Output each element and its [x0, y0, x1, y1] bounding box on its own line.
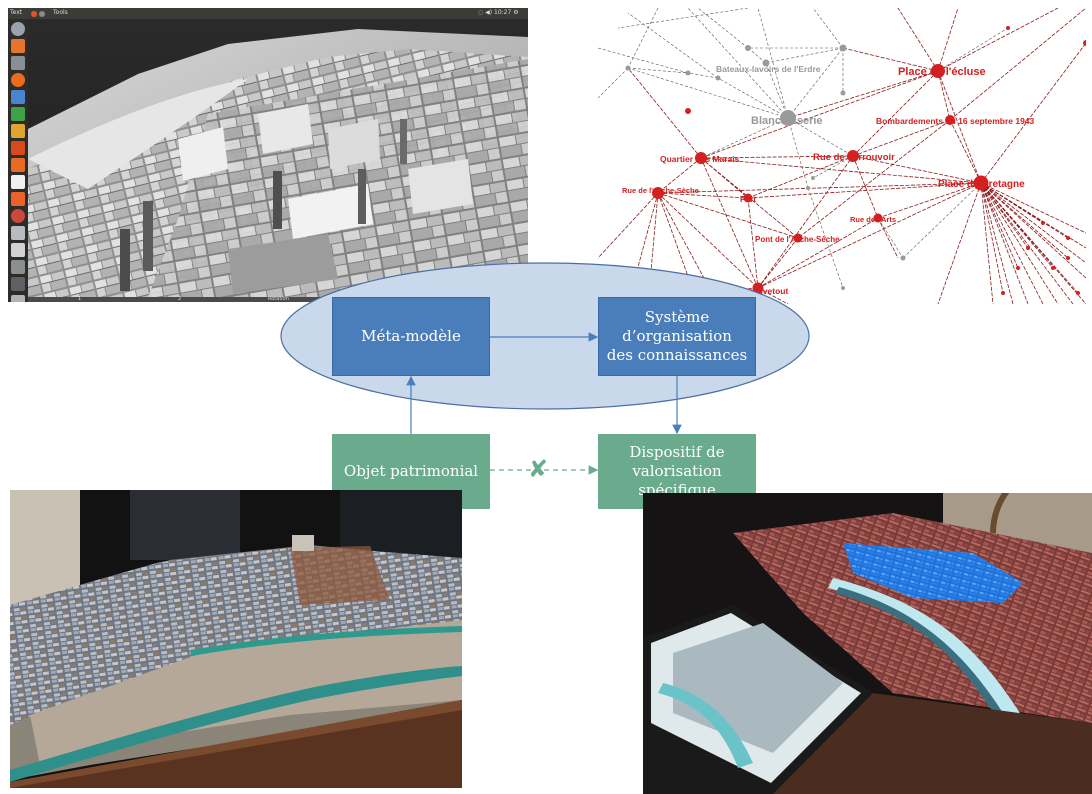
graph-node-grey[interactable] — [839, 44, 847, 52]
trash-icon[interactable] — [11, 295, 25, 302]
graph-node-red[interactable] — [1041, 221, 1045, 225]
minimize-dot-icon[interactable] — [39, 10, 45, 17]
graph-label: Pont de l'Arche-Sèche — [755, 235, 840, 244]
graph-label: Rue des Arts — [850, 215, 896, 224]
graph-node-red[interactable] — [1026, 246, 1030, 250]
software-center-icon[interactable] — [11, 141, 25, 155]
physical-model-photo — [10, 490, 462, 788]
firefox-icon[interactable] — [11, 73, 25, 87]
graph-node-red[interactable] — [1016, 266, 1020, 270]
help-icon[interactable] — [11, 192, 25, 206]
knowledge-graph: Place de l'écluse Bombardements du 16 se… — [598, 8, 1086, 304]
graph-node-grey[interactable] — [811, 176, 815, 180]
amazon-icon[interactable] — [11, 175, 25, 189]
graph-node-blanchisserie[interactable] — [780, 110, 796, 126]
files-icon[interactable] — [11, 39, 25, 53]
graph-label: Quartier des Marais — [660, 154, 740, 164]
graph-node-rue-arts[interactable] — [873, 213, 883, 223]
graph-node-grey[interactable] — [745, 45, 751, 51]
graph-node-grey[interactable] — [625, 65, 631, 71]
specific-device-box[interactable]: Dispositif de valorisation spécifique — [598, 434, 756, 509]
graph-node-grey[interactable] — [900, 255, 906, 261]
graph-node-rue-verrouvoir[interactable] — [847, 150, 859, 162]
graph-node-pont-sauvetout[interactable] — [752, 282, 764, 294]
graph-node-place-bretagne[interactable] — [973, 175, 989, 191]
close-dot-icon[interactable] — [31, 10, 37, 17]
meta-model-label: Méta-modèle — [361, 327, 461, 345]
graph-node-pont-arche-seche[interactable] — [793, 233, 803, 243]
graph-label: Bombardements du 16 septembre 1943 — [876, 116, 1035, 126]
status-item-1[interactable]: 1 — [78, 296, 82, 302]
graph-node-red[interactable] — [685, 108, 691, 114]
graph-node-grey[interactable] — [685, 70, 691, 76]
settings-icon[interactable] — [11, 209, 25, 223]
graph-node-red[interactable] — [1066, 236, 1070, 240]
graph-label: Place de l'écluse — [898, 66, 986, 78]
3d-model-screenshot: Text Tools ◌ ◀) 10:27 ⚙ — [8, 8, 528, 302]
heritage-object-label: Objet patrimonial — [343, 462, 479, 480]
interactive-display-illustration — [643, 493, 1092, 794]
system-tray: ◌ ◀) 10:27 ⚙ — [478, 9, 519, 16]
meta-model-box[interactable]: Méta-modèle — [332, 297, 490, 376]
kos-label-line1: Système d’organisation — [622, 308, 732, 345]
terminal-icon[interactable] — [11, 56, 25, 70]
impress-icon[interactable] — [11, 124, 25, 138]
window-top-bar: Text Tools ◌ ◀) 10:27 ⚙ — [8, 8, 528, 19]
graph-node-red[interactable] — [1083, 40, 1086, 46]
menu-label: Text — [10, 9, 23, 16]
3d-viewport[interactable] — [28, 19, 528, 297]
dash-icon[interactable] — [11, 22, 25, 36]
graph-node-red[interactable] — [1006, 26, 1010, 30]
graph-label: Rue de Verrouvoir — [813, 152, 895, 163]
graph-node-grey[interactable] — [806, 186, 810, 190]
app-launcher — [8, 19, 28, 302]
status-item-rotation[interactable]: Rotation — [268, 296, 289, 302]
graph-node-place-ecluse[interactable] — [931, 64, 945, 78]
graph-node-red[interactable] — [1076, 291, 1080, 295]
graph-node-red[interactable] — [1051, 266, 1055, 270]
status-item-2[interactable]: 2 — [178, 296, 182, 302]
graph-label: Bateaux-lavoirs de l'Erdre — [716, 64, 821, 74]
graph-label: Rue de l'Arche-Sèche — [622, 186, 699, 195]
graph-node-grey[interactable] — [715, 75, 721, 81]
calc-icon[interactable] — [11, 107, 25, 121]
kos-label-line2: des connaissances — [606, 346, 748, 364]
writer-icon[interactable] — [11, 90, 25, 104]
tool-icon[interactable] — [11, 226, 25, 240]
graph-node-grey[interactable] — [840, 90, 846, 96]
graph-node-bateaux-lavoirs[interactable] — [762, 59, 770, 67]
editor-icon[interactable] — [11, 243, 25, 257]
graph-label: Blanchisserie — [751, 115, 823, 127]
workspace-icon[interactable] — [11, 277, 25, 291]
status-bar: 1 2 Rotation — [28, 296, 528, 302]
graph-label: Port — [740, 195, 756, 204]
graph-label: Place de Bretagne — [938, 179, 1025, 190]
window-title: Tools — [53, 9, 68, 16]
graph-node-red[interactable] — [1066, 256, 1070, 260]
graph-node-rue-arche-seche[interactable] — [652, 187, 664, 199]
graph-label: Pont Sauvetout — [726, 286, 789, 296]
kos-box[interactable]: Système d’organisation des connaissances — [598, 297, 756, 376]
specific-device-label-line1: Dispositif de — [629, 443, 725, 461]
interactive-display-photo — [643, 493, 1092, 794]
3d-city-render — [28, 19, 528, 297]
graph-node-quartier-marais[interactable] — [695, 152, 707, 164]
physical-model-illustration — [10, 490, 462, 788]
graph-canvas: Place de l'écluse Bombardements du 16 se… — [598, 8, 1086, 304]
graph-node-grey[interactable] — [841, 286, 845, 290]
ubuntu-one-icon[interactable] — [11, 158, 25, 172]
graph-node-port[interactable] — [743, 193, 753, 203]
monitor-icon[interactable] — [11, 260, 25, 274]
graph-node-bombardements[interactable] — [945, 115, 955, 125]
graph-node-red[interactable] — [1001, 291, 1005, 295]
blocked-cross-icon: ✘ — [528, 455, 549, 483]
